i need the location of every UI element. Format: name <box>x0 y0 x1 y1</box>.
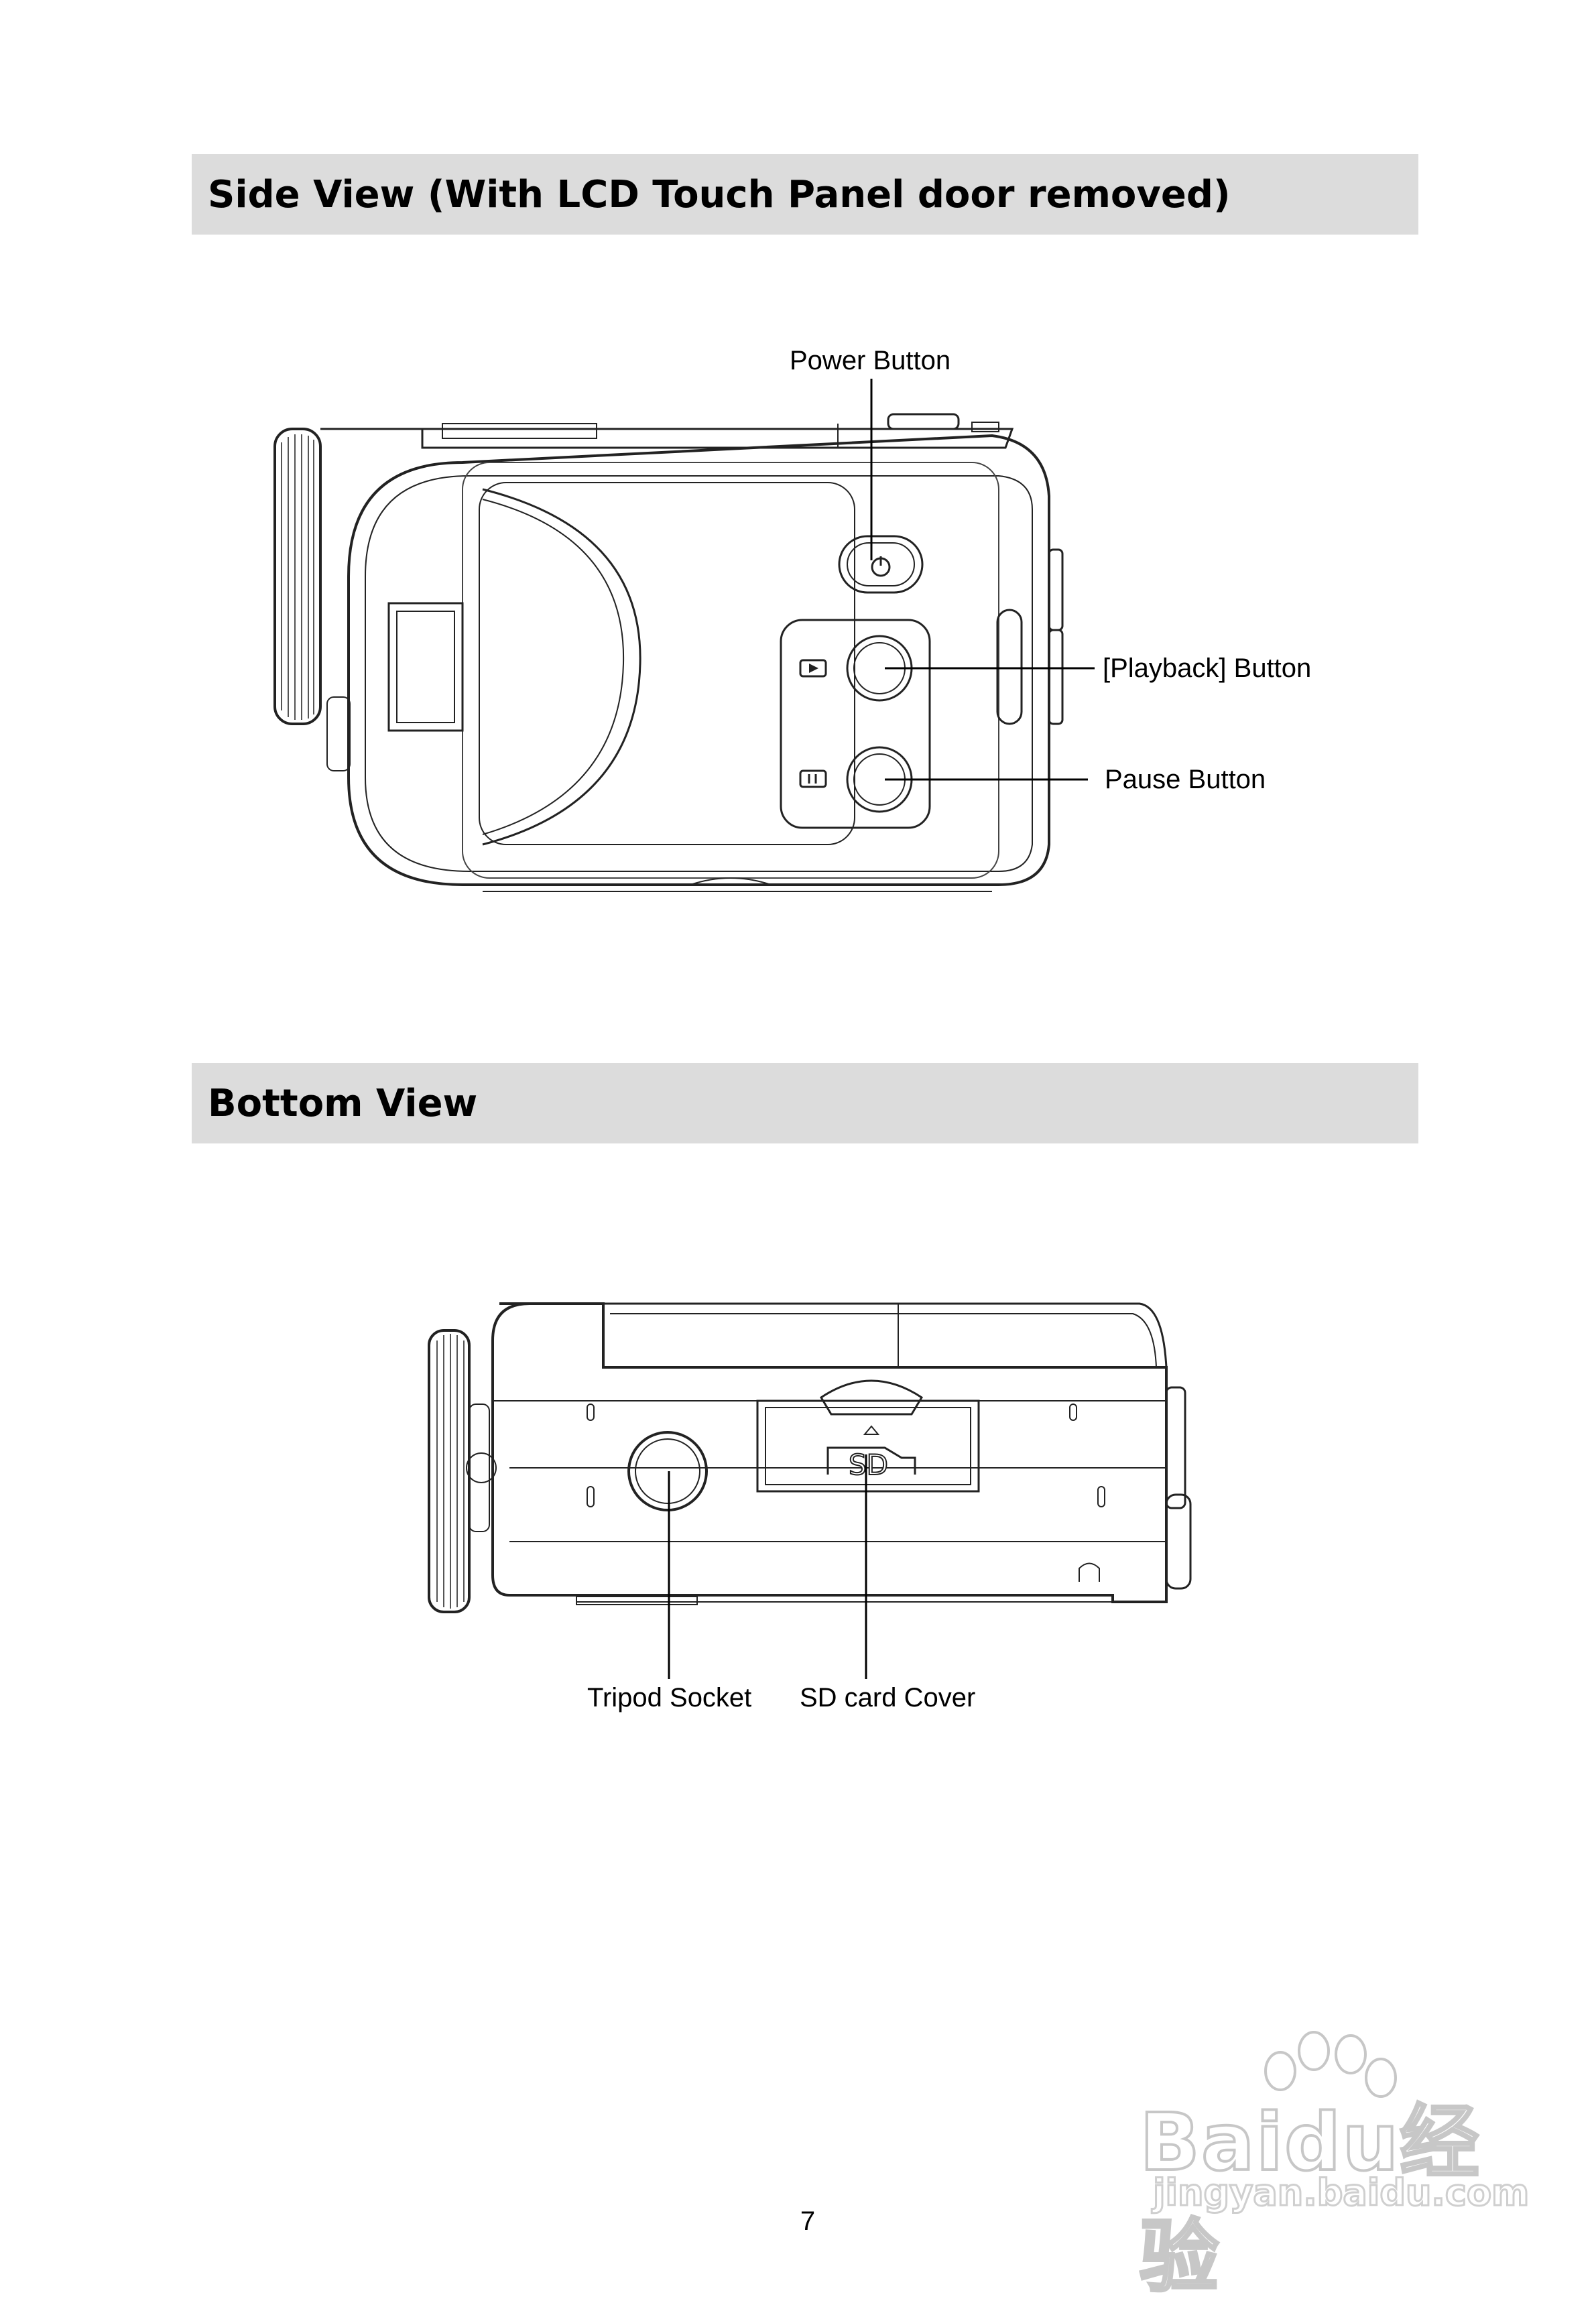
page-number: 7 <box>800 2206 816 2236</box>
bottom-camera-body <box>491 1302 1192 1605</box>
watermark-sub-text: jingyan.baidu.com <box>1152 2171 1530 2215</box>
playback-button-label: [Playback] Button <box>1103 653 1312 683</box>
section-heading-bottom-view: Bottom View <box>192 1063 1418 1143</box>
pause-button-label: Pause Button <box>1105 765 1266 794</box>
tripod-socket-label: Tripod Socket <box>587 1683 752 1712</box>
camera-body <box>326 434 1064 892</box>
baidu-watermark: Baidu经验 jingyan.baidu.com <box>1138 2031 1530 2304</box>
sd-mark: SD <box>849 1448 888 1481</box>
side-view-callout-lines <box>870 379 1095 781</box>
side-view-diagram <box>273 379 1095 892</box>
bottom-view-callout-lines <box>668 1454 867 1679</box>
sd-card-cover-label: SD card Cover <box>800 1683 976 1712</box>
power-button-shape <box>838 535 924 594</box>
bottom-view-heading: Bottom View <box>208 1081 478 1125</box>
sd-card-cover-shape: SD <box>756 1379 980 1493</box>
section-heading-side-view: Side View (With LCD Touch Panel door rem… <box>192 154 1418 235</box>
paw-logo-icon <box>1264 2031 1397 2098</box>
bottom-view-diagram: SD <box>428 1302 1192 1679</box>
side-view-heading: Side View (With LCD Touch Panel door rem… <box>208 172 1231 216</box>
lens-ring <box>273 428 422 725</box>
power-button-label: Power Button <box>790 346 951 375</box>
bottom-lens-ring <box>428 1329 497 1613</box>
tripod-socket-shape <box>627 1431 708 1511</box>
